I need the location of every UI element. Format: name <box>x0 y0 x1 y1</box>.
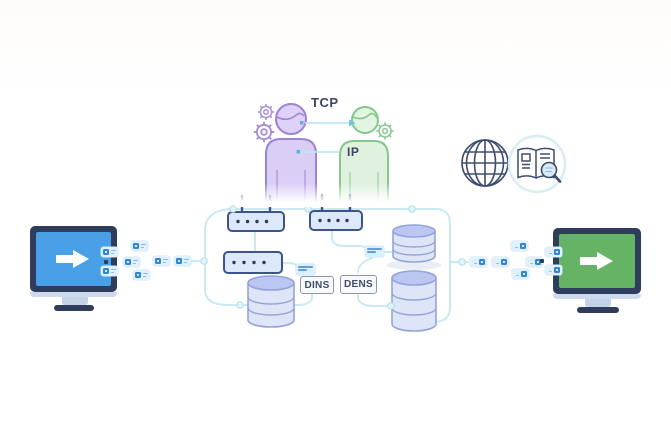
figure-fade <box>235 183 400 207</box>
packet-chip-icon <box>101 266 118 276</box>
chip-square <box>520 243 526 249</box>
chip-square <box>501 259 507 265</box>
connector-node <box>200 205 466 310</box>
wifi-router-icon <box>227 194 285 232</box>
tcp-ip-connection-lines <box>299 122 349 153</box>
right-monitor-neck <box>585 299 611 307</box>
connector-dot <box>300 121 304 125</box>
network-switch-icon <box>223 251 283 274</box>
packet-chip-icon <box>511 241 528 251</box>
left-monitor-neck <box>62 297 88 305</box>
packet-label-chip-icon <box>296 264 315 275</box>
packet-chip-icon <box>174 256 191 266</box>
packet-chip-icon <box>470 257 487 267</box>
connector-dot <box>296 150 300 154</box>
chip-square <box>554 267 560 273</box>
chip-square <box>103 268 109 274</box>
chip-square <box>135 272 141 278</box>
chip-square <box>479 259 485 265</box>
packet-chip-icon <box>526 257 543 267</box>
database-cylinder-icon <box>391 270 437 332</box>
database-cylinder-icon <box>247 275 295 328</box>
left-monitor-screen <box>36 232 111 286</box>
chip-square <box>103 249 109 255</box>
packet-chip-icon <box>131 241 148 251</box>
right-arrow-icon <box>580 252 613 270</box>
packet-chip-icon <box>492 257 509 267</box>
packet-label-chip-icon <box>365 246 384 257</box>
chip-square <box>521 271 527 277</box>
database-cylinder-icon <box>387 224 441 270</box>
chip-square <box>125 259 131 265</box>
packet-chip-icon <box>545 265 562 275</box>
packet-chip-icon <box>101 247 118 257</box>
packet-chip-icon <box>512 269 529 279</box>
right-arrow-icon <box>56 250 89 268</box>
chip-square <box>554 249 560 255</box>
packet-chip-icon <box>123 257 140 267</box>
chip-dot-icon <box>104 260 108 264</box>
chip-square <box>176 258 182 264</box>
left-monitor-chin <box>30 292 117 297</box>
ip-label: IP <box>347 145 360 159</box>
right-monitor-base <box>577 307 619 313</box>
arrowhead-icon <box>349 119 356 127</box>
chip-square <box>155 258 161 264</box>
book-magnifier-icon <box>507 134 567 194</box>
gear-icon <box>375 121 395 141</box>
wifi-router-icon <box>309 193 363 231</box>
dns-label: DENS <box>340 275 377 294</box>
packet-chip-icon <box>545 247 562 257</box>
dns-label: DINS <box>300 276 334 294</box>
tcp-label: TCP <box>311 95 339 110</box>
right-monitor-chin <box>553 294 641 299</box>
chip-dot-icon <box>540 259 544 263</box>
gear-icon <box>252 120 276 144</box>
right-monitor-screen <box>559 234 635 288</box>
packet-chip-icon <box>133 270 150 280</box>
chip-square <box>133 243 139 249</box>
globe-icon <box>461 139 509 187</box>
gear-icon <box>257 103 275 121</box>
left-monitor-base <box>54 305 94 311</box>
packet-chip-icon <box>153 256 170 266</box>
chip-square <box>535 259 541 265</box>
